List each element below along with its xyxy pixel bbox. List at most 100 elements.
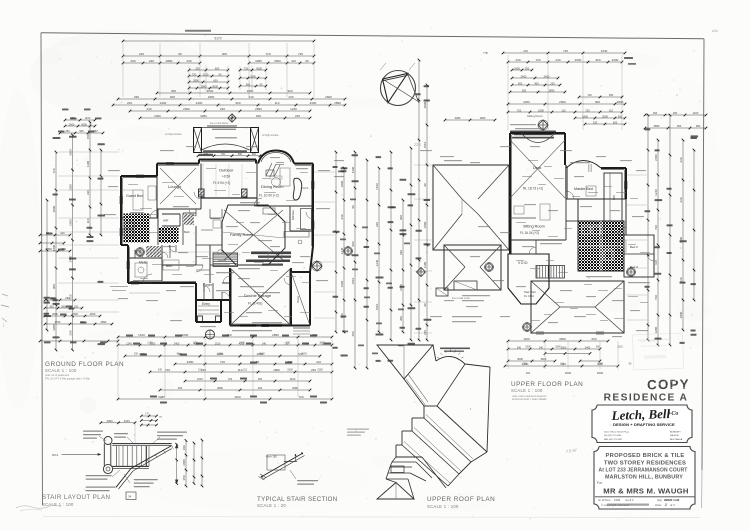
svg-text:9170: 9170 bbox=[214, 37, 221, 41]
svg-text:4: 4 bbox=[420, 274, 422, 276]
svg-text:1800: 1800 bbox=[582, 114, 588, 118]
svg-text:3600: 3600 bbox=[301, 353, 307, 356]
svg-text:2600: 2600 bbox=[559, 100, 566, 104]
svg-text:VOID: VOID bbox=[518, 261, 528, 265]
svg-text:230: 230 bbox=[550, 81, 555, 85]
svg-text:1995: 1995 bbox=[614, 498, 621, 502]
svg-text:Porch: Porch bbox=[301, 186, 309, 190]
svg-text:WIR: WIR bbox=[612, 195, 616, 200]
svg-text:1100: 1100 bbox=[693, 111, 699, 115]
svg-text:note: lot of easement: note: lot of easement bbox=[45, 373, 70, 377]
svg-text:3280: 3280 bbox=[317, 369, 323, 372]
svg-text:2890: 2890 bbox=[255, 107, 262, 111]
svg-text:2: 2 bbox=[665, 503, 667, 507]
svg-text:4200: 4200 bbox=[256, 66, 262, 70]
svg-text:UPPER ROOF PLAN: UPPER ROOF PLAN bbox=[427, 496, 495, 503]
svg-text:350: 350 bbox=[351, 331, 355, 336]
svg-text:3280: 3280 bbox=[654, 326, 658, 333]
svg-text:99820 1of2: 99820 1of2 bbox=[664, 498, 680, 502]
svg-text:Sitting Room: Sitting Room bbox=[523, 225, 545, 229]
svg-text:230: 230 bbox=[201, 368, 206, 372]
svg-text:2400: 2400 bbox=[174, 342, 180, 345]
svg-text:290: 290 bbox=[134, 95, 139, 99]
svg-text:1800: 1800 bbox=[525, 346, 531, 349]
svg-text:720: 720 bbox=[654, 295, 658, 300]
svg-text:3600: 3600 bbox=[319, 342, 325, 345]
svg-text:2400: 2400 bbox=[154, 114, 161, 118]
svg-text:4200: 4200 bbox=[239, 342, 245, 345]
svg-text:290: 290 bbox=[69, 330, 73, 335]
svg-text:720: 720 bbox=[298, 395, 303, 399]
svg-text:TYPICAL STAIR SECTION: TYPICAL STAIR SECTION bbox=[257, 496, 338, 503]
svg-text:dwg: dwg bbox=[657, 498, 662, 502]
svg-text:240: 240 bbox=[517, 346, 522, 349]
svg-text:A: A bbox=[630, 269, 632, 272]
svg-text:2600: 2600 bbox=[69, 219, 73, 226]
svg-text:4: 4 bbox=[231, 120, 233, 122]
svg-text:1800: 1800 bbox=[538, 108, 544, 112]
svg-text:600: 600 bbox=[215, 66, 220, 70]
svg-text:BUNBURY: BUNBURY bbox=[670, 432, 681, 434]
svg-text:2600: 2600 bbox=[565, 371, 572, 375]
svg-text:720: 720 bbox=[165, 368, 170, 372]
svg-text:1100: 1100 bbox=[423, 261, 427, 268]
svg-text:110: 110 bbox=[243, 369, 248, 372]
svg-text:RESIDENCE A: RESIDENCE A bbox=[604, 393, 689, 404]
svg-text:o: o bbox=[380, 360, 382, 363]
svg-text:3280: 3280 bbox=[255, 59, 262, 63]
svg-text:A: A bbox=[526, 324, 528, 327]
svg-text:4200: 4200 bbox=[124, 419, 130, 423]
svg-text:290: 290 bbox=[653, 111, 658, 115]
svg-text:4: 4 bbox=[139, 254, 141, 256]
svg-text:90: 90 bbox=[256, 360, 260, 364]
svg-text:175: 175 bbox=[145, 413, 150, 416]
svg-text:290: 290 bbox=[258, 386, 263, 390]
svg-text:900: 900 bbox=[52, 284, 56, 289]
svg-text:3600: 3600 bbox=[561, 346, 567, 349]
svg-text:MARLSTON HILL, BUNBURY: MARLSTON HILL, BUNBURY bbox=[605, 475, 683, 481]
svg-text:110: 110 bbox=[560, 363, 565, 366]
svg-text:900: 900 bbox=[79, 129, 84, 133]
svg-text:Family Room: Family Room bbox=[230, 232, 253, 237]
svg-text:2890: 2890 bbox=[423, 101, 427, 108]
svg-text:2400: 2400 bbox=[654, 154, 658, 161]
svg-text:3600: 3600 bbox=[541, 357, 547, 361]
svg-text:110: 110 bbox=[291, 59, 296, 63]
svg-text:1240: 1240 bbox=[217, 353, 223, 356]
svg-text:350: 350 bbox=[182, 475, 186, 480]
svg-text:WIR: WIR bbox=[163, 219, 168, 223]
svg-text:75: 75 bbox=[159, 416, 162, 419]
svg-text:PH (09) 721 4455: PH (09) 721 4455 bbox=[604, 435, 622, 437]
svg-text:3600: 3600 bbox=[212, 84, 218, 88]
svg-text:1510: 1510 bbox=[423, 141, 427, 148]
svg-text:900: 900 bbox=[351, 241, 355, 246]
svg-text:Dining Room: Dining Room bbox=[261, 184, 284, 189]
svg-text:on W Don: on W Don bbox=[598, 498, 611, 502]
svg-text:2890: 2890 bbox=[46, 248, 52, 251]
svg-text:600: 600 bbox=[170, 95, 175, 99]
svg-text:2400: 2400 bbox=[585, 346, 591, 349]
svg-text:1510: 1510 bbox=[617, 346, 623, 349]
svg-text:720: 720 bbox=[298, 52, 303, 56]
svg-text:600: 600 bbox=[518, 81, 523, 85]
svg-text:Stair Well: Stair Well bbox=[524, 290, 536, 294]
svg-text:2890: 2890 bbox=[101, 320, 107, 324]
svg-text:110: 110 bbox=[561, 108, 566, 112]
svg-text:290: 290 bbox=[130, 59, 135, 63]
svg-text:350: 350 bbox=[49, 304, 54, 308]
svg-text:230: 230 bbox=[195, 66, 200, 70]
svg-text:1997 -05-01: 1997 -05-01 bbox=[640, 339, 658, 344]
svg-text:720: 720 bbox=[244, 66, 249, 70]
svg-text:Bath: Bath bbox=[184, 230, 190, 234]
svg-text:90: 90 bbox=[260, 82, 263, 86]
svg-text:Bed 3: Bed 3 bbox=[630, 265, 638, 269]
svg-text:For: For bbox=[597, 481, 603, 485]
svg-text:3280: 3280 bbox=[52, 324, 56, 331]
svg-text:PROPOSED BRICK & TILE: PROPOSED BRICK & TILE bbox=[605, 453, 684, 459]
svg-text:3600: 3600 bbox=[340, 280, 344, 287]
svg-text:+Co: +Co bbox=[668, 411, 678, 417]
svg-text:290: 290 bbox=[399, 250, 403, 255]
svg-text:1240: 1240 bbox=[601, 49, 608, 53]
svg-text:line of wall under: line of wall under bbox=[452, 297, 470, 300]
svg-text:290: 290 bbox=[93, 129, 98, 133]
